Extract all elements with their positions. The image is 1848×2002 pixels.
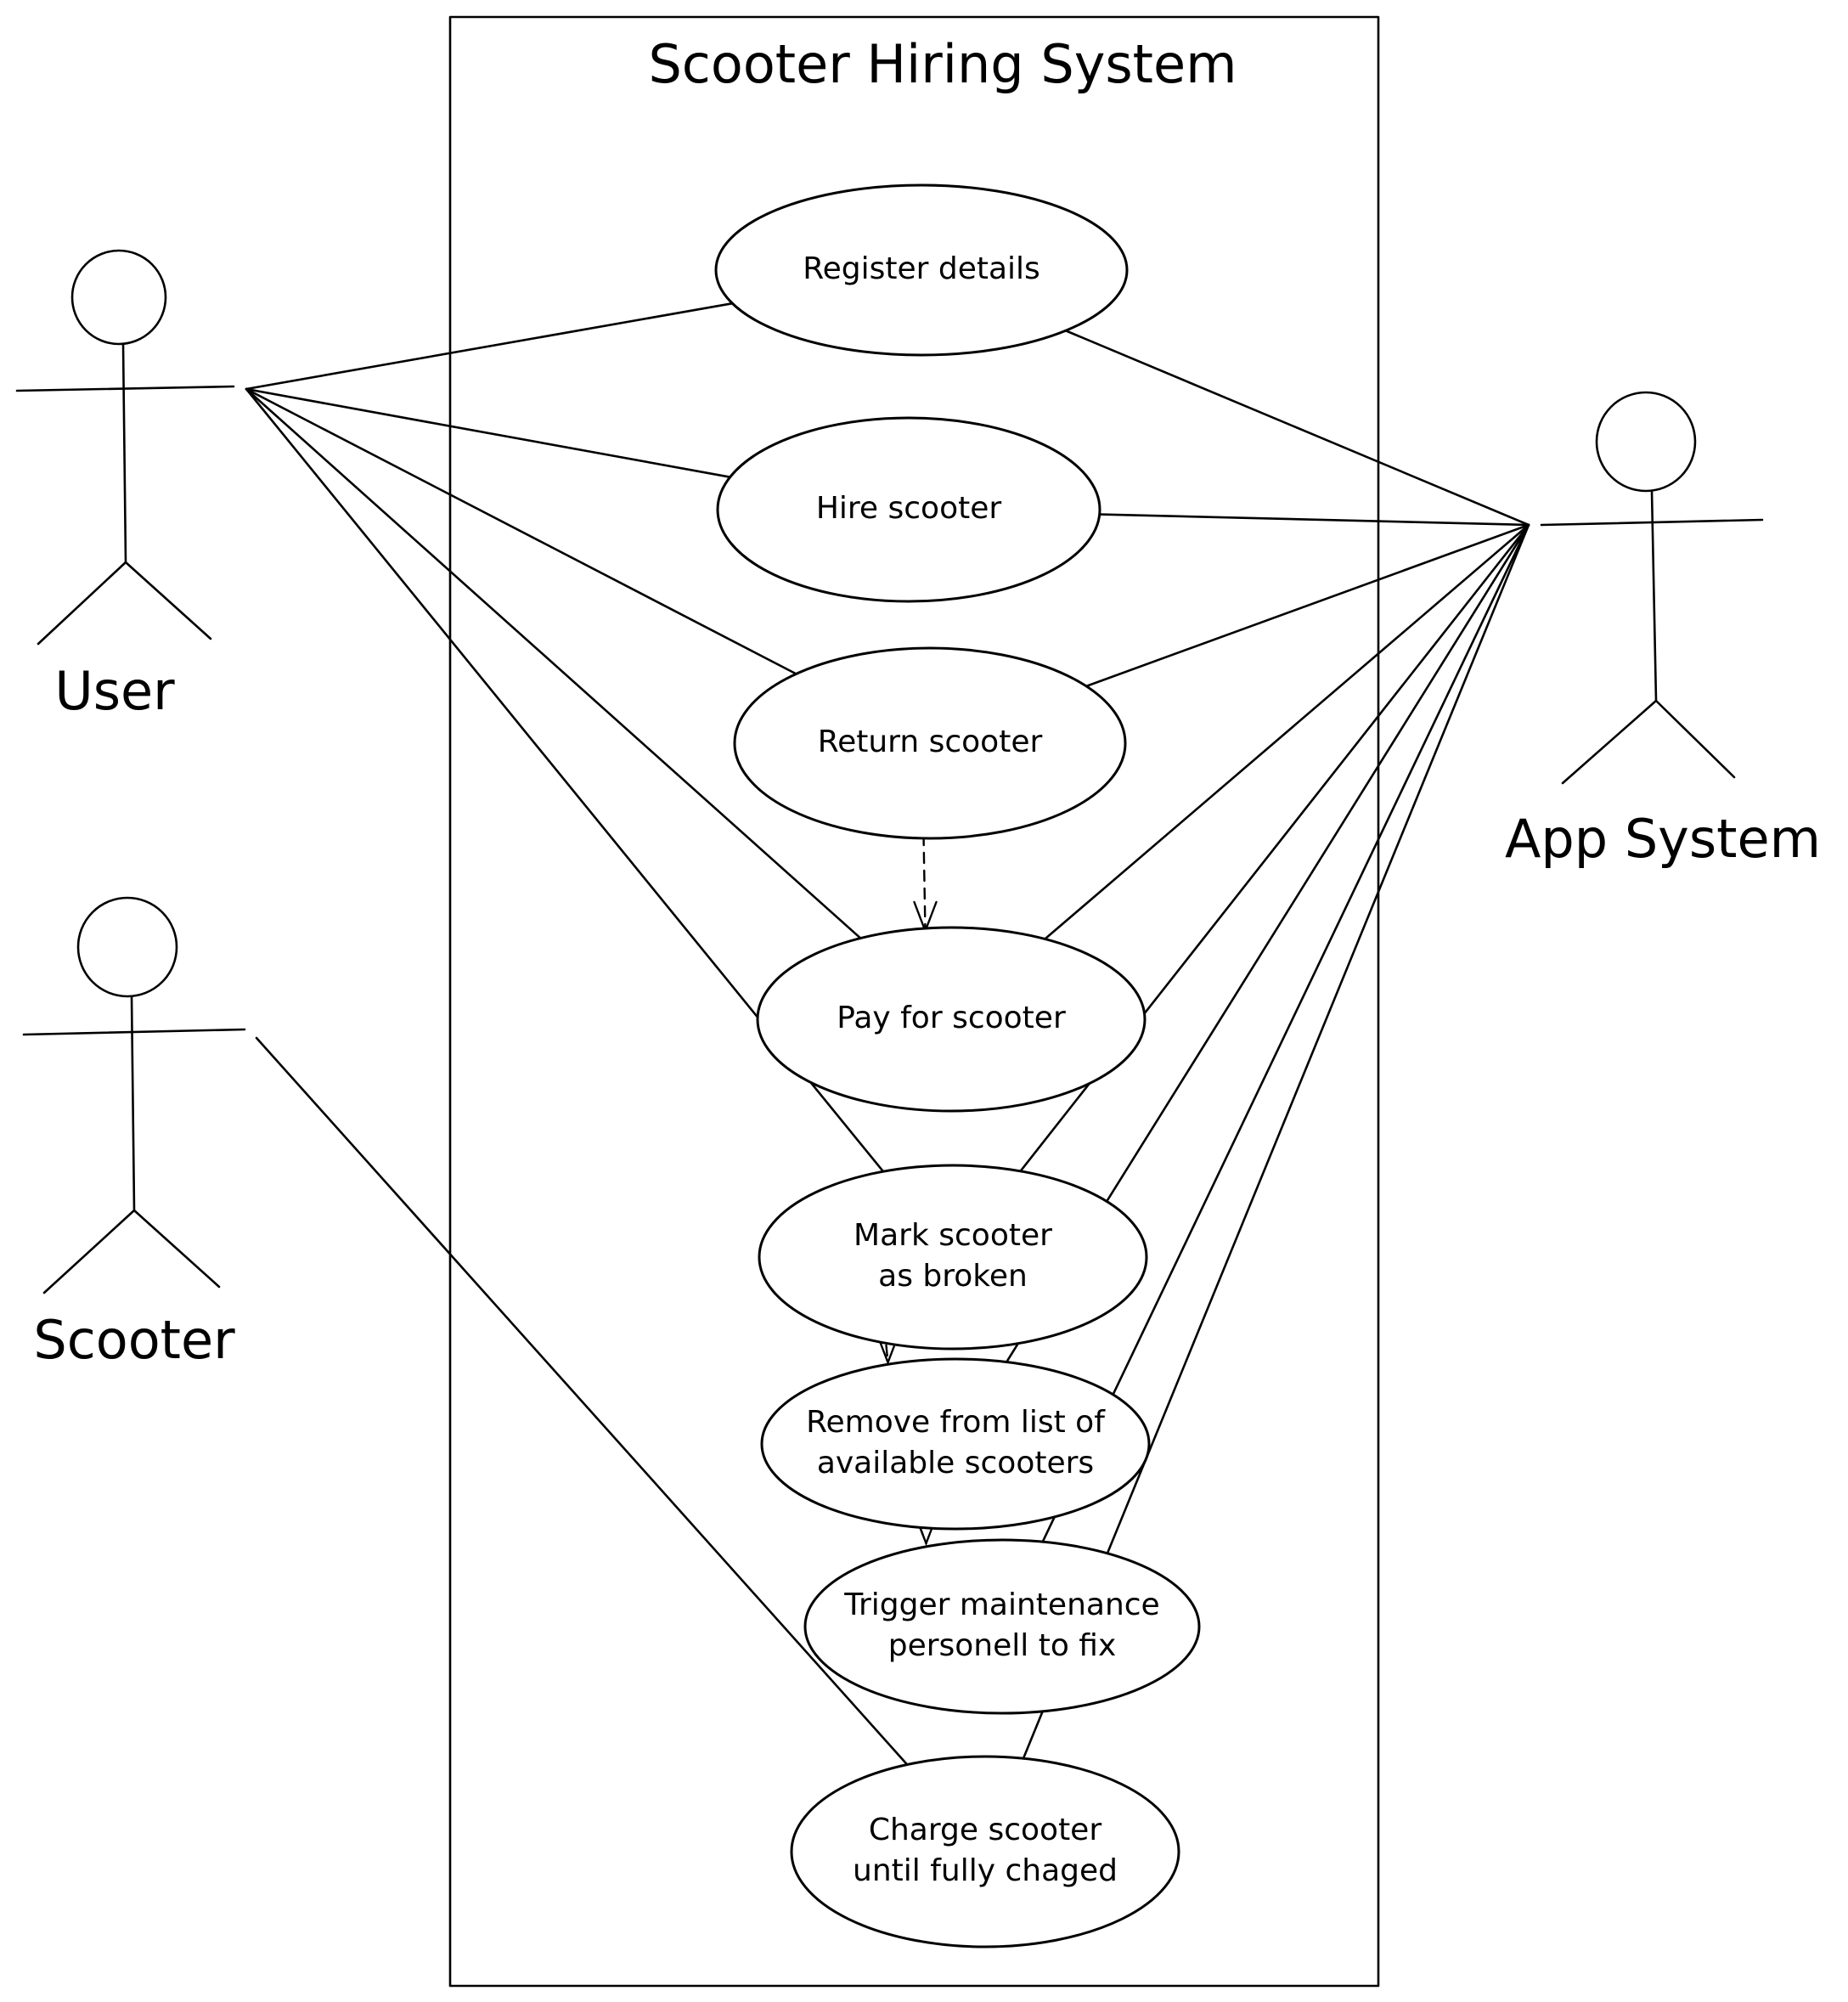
use-case-label: Trigger maintenance [843,1588,1159,1622]
actor-user: User [15,249,235,722]
use-case-label: until fully chaged [853,1853,1118,1888]
use-case-ellipse [760,1357,1151,1531]
use-case-remove: Remove from list of available scooters [760,1357,1151,1531]
use-case-register: Register details [714,183,1129,357]
use-case-return: Return scooter [733,646,1127,840]
use-case-hire: Hire scooter [716,416,1101,603]
use-case-label: as broken [878,1259,1028,1294]
use-case-label: Remove from list of [806,1405,1106,1440]
association-app-hire [1098,513,1530,527]
association-scooter-charge [255,1036,909,1766]
use-case-label: Charge scooter [869,1813,1101,1847]
association-lines [245,302,1530,1766]
use-case-ellipse [714,183,1129,357]
actor-label-app-system: App System [1505,808,1821,870]
use-case-ellipse [733,646,1127,840]
use-case-ellipse [803,1538,1201,1715]
association-app-trigger [1041,523,1530,1543]
use-case-label: Mark scooter [854,1218,1052,1253]
use-case-label: personell to fix [888,1628,1117,1663]
use-case-ellipse [716,416,1101,603]
association-app-pay [1044,523,1530,940]
system-title: Scooter Hiring System [648,33,1237,95]
use-case-mark: Mark scooter as broken [758,1164,1148,1351]
use-case-label: Register details [803,251,1040,286]
use-case-trigger: Trigger maintenance personell to fix [803,1538,1201,1715]
association-user-register [245,302,734,391]
use-case-charge: Charge scooter until fully chaged [790,1755,1180,1948]
dependency-return-pay [913,833,938,934]
use-case-label: Return scooter [818,725,1043,759]
association-user-return [245,387,797,675]
system-boundary [448,15,1380,1988]
use-case-ellipse [758,1164,1148,1351]
use-case-label: Hire scooter [816,491,1002,526]
association-user-pay [245,387,862,939]
actor-scooter: Scooter [22,896,246,1371]
use-case-ellipse [790,1755,1180,1948]
actor-label-scooter: Scooter [33,1309,235,1371]
use-case-label: available scooters [817,1446,1094,1480]
association-app-register [1064,329,1530,527]
use-case-pay: Pay for scooter [756,926,1147,1113]
association-user-hire [245,387,731,479]
actor-label-user: User [54,660,175,722]
association-app-return [1085,523,1530,688]
use-case-label: Pay for scooter [837,1001,1066,1035]
actor-app-system: App System [1505,391,1821,870]
use-case-ellipse [756,926,1147,1113]
